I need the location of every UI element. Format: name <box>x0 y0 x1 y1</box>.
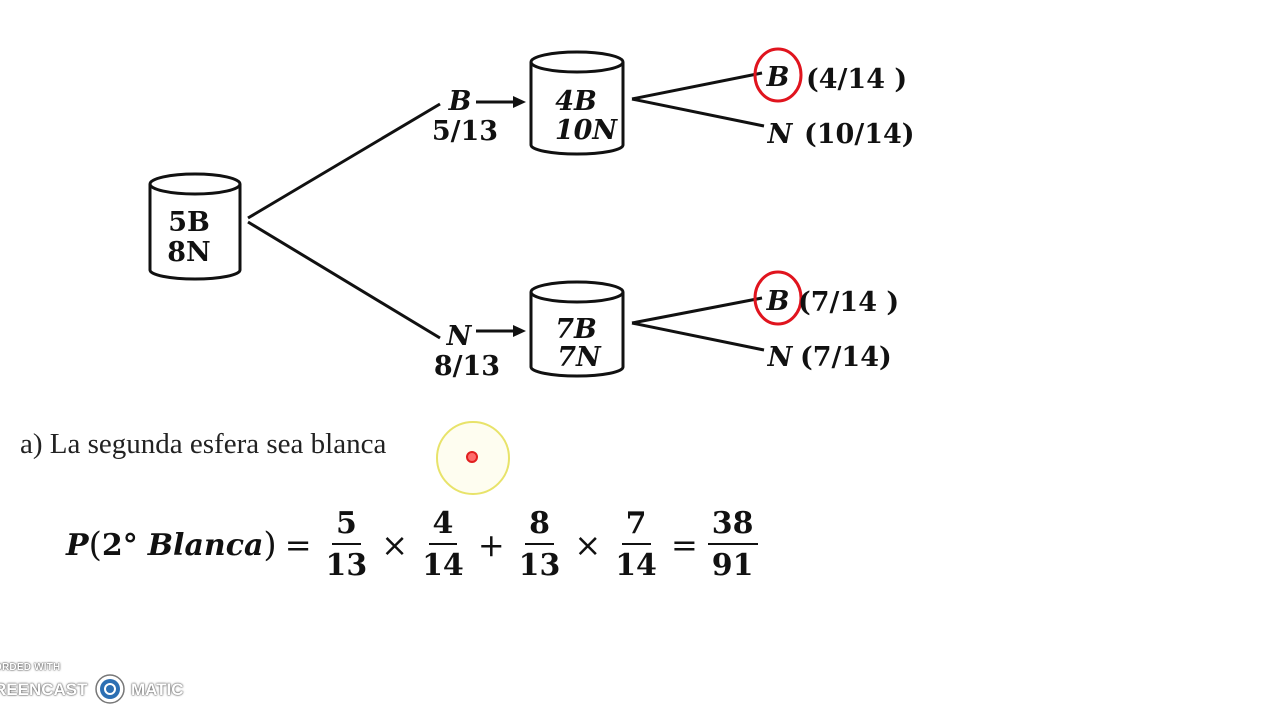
fraction-4-den: 14 <box>615 548 657 583</box>
question-text: a) La segunda esfera sea blanca <box>20 428 387 460</box>
branch-white-prob: 5/13 <box>432 116 498 147</box>
formula-second: 2° <box>101 527 138 563</box>
lower-urn-white: 7B <box>555 314 597 345</box>
formula-plus: + <box>477 526 505 564</box>
highlight-circle-upper <box>753 47 803 103</box>
formula-open-paren: ( <box>88 525 102 565</box>
screencast-logo-icon <box>95 674 125 704</box>
branch-black-prob: 8/13 <box>434 351 500 382</box>
arrow-upper <box>476 96 526 108</box>
watermark-left-text: REENCAST <box>0 680 88 699</box>
probability-formula: P ( 2° Blanca ) = 5 13 × 4 14 + 8 13 × 7… <box>66 500 760 590</box>
fraction-3-den: 13 <box>518 548 561 583</box>
fraction-1: 5 13 <box>322 509 372 581</box>
fraction-2: 4 14 <box>418 509 468 581</box>
watermark-right-text: MATIC <box>131 680 184 699</box>
outcome-lower-n-prob: (7/14) <box>800 342 892 373</box>
fraction-4: 7 14 <box>611 509 661 581</box>
fraction-result: 38 91 <box>707 509 758 583</box>
outcome-line-lower-b <box>631 296 763 325</box>
fraction-4-num: 7 <box>621 509 651 545</box>
screencast-watermark: ORDED WITH REENCAST MATIC <box>0 660 204 710</box>
watermark-top-text: ORDED WITH <box>0 662 61 673</box>
outcome-upper-b-prob: (4/14 ) <box>806 64 907 95</box>
fraction-2-num: 4 <box>428 509 458 545</box>
outcome-line-upper-b <box>631 71 763 101</box>
root-urn-white: 5B <box>168 207 210 238</box>
branch-line-lower <box>247 220 441 340</box>
outcome-line-lower-n <box>631 321 765 352</box>
formula-close-paren: ) <box>263 525 277 565</box>
fraction-1-den: 13 <box>325 548 368 583</box>
outcome-lower-b-prob: (7/14 ) <box>798 287 899 318</box>
cursor-dot <box>466 451 478 463</box>
outcome-upper-b-label: B <box>766 62 790 93</box>
formula-lhs: P ( 2° Blanca ) <box>66 525 277 565</box>
branch-white-label: B <box>448 86 472 117</box>
outcome-upper-n-label: N <box>767 119 794 150</box>
upper-urn-white: 4B <box>555 86 597 117</box>
outcome-upper-n-prob: (10/14) <box>804 119 915 150</box>
fraction-2-den: 14 <box>422 548 464 583</box>
fraction-3: 8 13 <box>515 509 565 581</box>
lower-urn: 7B 7N <box>529 280 625 378</box>
upper-urn-black: 10N <box>555 115 619 146</box>
fraction-1-num: 5 <box>331 509 361 545</box>
upper-urn: 4B 10N <box>529 50 625 156</box>
root-urn-black: 8N <box>167 237 210 268</box>
formula-times-1: × <box>381 526 409 564</box>
formula-p: P <box>66 527 89 563</box>
branch-line-upper <box>247 102 441 220</box>
outcome-lower-n-label: N <box>767 342 794 373</box>
arrow-lower <box>476 325 526 337</box>
fraction-3-num: 8 <box>525 509 554 545</box>
fraction-result-den: 91 <box>711 548 754 583</box>
branch-black-label: N <box>446 321 473 352</box>
outcome-line-upper-n <box>631 97 765 128</box>
root-urn: 5B 8N <box>148 172 242 281</box>
formula-times-2: × <box>574 526 602 564</box>
highlight-circle-lower <box>753 270 803 326</box>
lower-urn-black: 7N <box>557 342 602 373</box>
fraction-result-num: 38 <box>707 509 758 545</box>
formula-equals: = <box>284 526 312 564</box>
formula-blanca: Blanca <box>147 527 264 563</box>
formula-equals-2: = <box>670 526 698 564</box>
outcome-lower-b-label: B <box>766 286 790 317</box>
